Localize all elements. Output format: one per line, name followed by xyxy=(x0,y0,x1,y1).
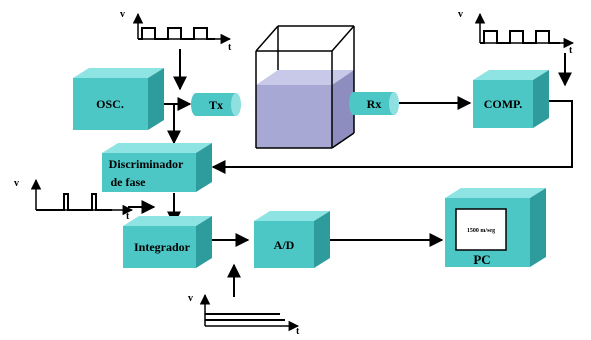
pulse-train xyxy=(138,27,215,40)
t-label: t xyxy=(228,42,232,53)
tx-transducer: Tx xyxy=(191,93,241,116)
integrador-label: Integrador xyxy=(134,240,191,254)
ad-label: A/D xyxy=(274,238,295,252)
ad-block: A/D xyxy=(254,211,330,268)
v-label: v xyxy=(120,9,125,20)
pulse-train xyxy=(480,30,560,44)
discriminador-label-line2: de fase xyxy=(111,175,147,189)
pc-block: 1500 m/seg PC xyxy=(445,188,546,267)
pc-screen-text: 1500 m/seg xyxy=(467,228,495,234)
osc-label: OSC. xyxy=(96,97,124,111)
t-label: t xyxy=(126,211,130,222)
osc-block: OSC. xyxy=(73,68,164,130)
v-label: v xyxy=(188,293,193,304)
arrow-comp-to-discriminador xyxy=(211,100,573,174)
discriminador-block: Discriminador de fase xyxy=(102,143,212,192)
rx-transducer: Rx xyxy=(349,92,399,115)
pc-screen xyxy=(455,208,507,251)
rx-label: Rx xyxy=(367,97,382,111)
water-tank xyxy=(255,25,355,149)
t-label: t xyxy=(569,45,573,56)
waveform-comp: v t xyxy=(458,9,575,56)
waveform-discriminador: v t xyxy=(14,178,134,222)
comp-label: COMP. xyxy=(484,97,523,111)
waveform-osc: v t xyxy=(120,9,232,53)
waveform-integrador: v t xyxy=(188,293,300,337)
t-label: t xyxy=(296,326,300,335)
pulse-train xyxy=(36,193,112,211)
pc-label: PC xyxy=(473,252,490,267)
discriminador-label-line1: Discriminador xyxy=(109,157,184,171)
comp-block: COMP. xyxy=(473,70,549,128)
v-label: v xyxy=(14,178,19,189)
tx-label: Tx xyxy=(209,98,223,112)
v-label: v xyxy=(458,9,463,20)
integrador-block: Integrador xyxy=(123,216,212,268)
